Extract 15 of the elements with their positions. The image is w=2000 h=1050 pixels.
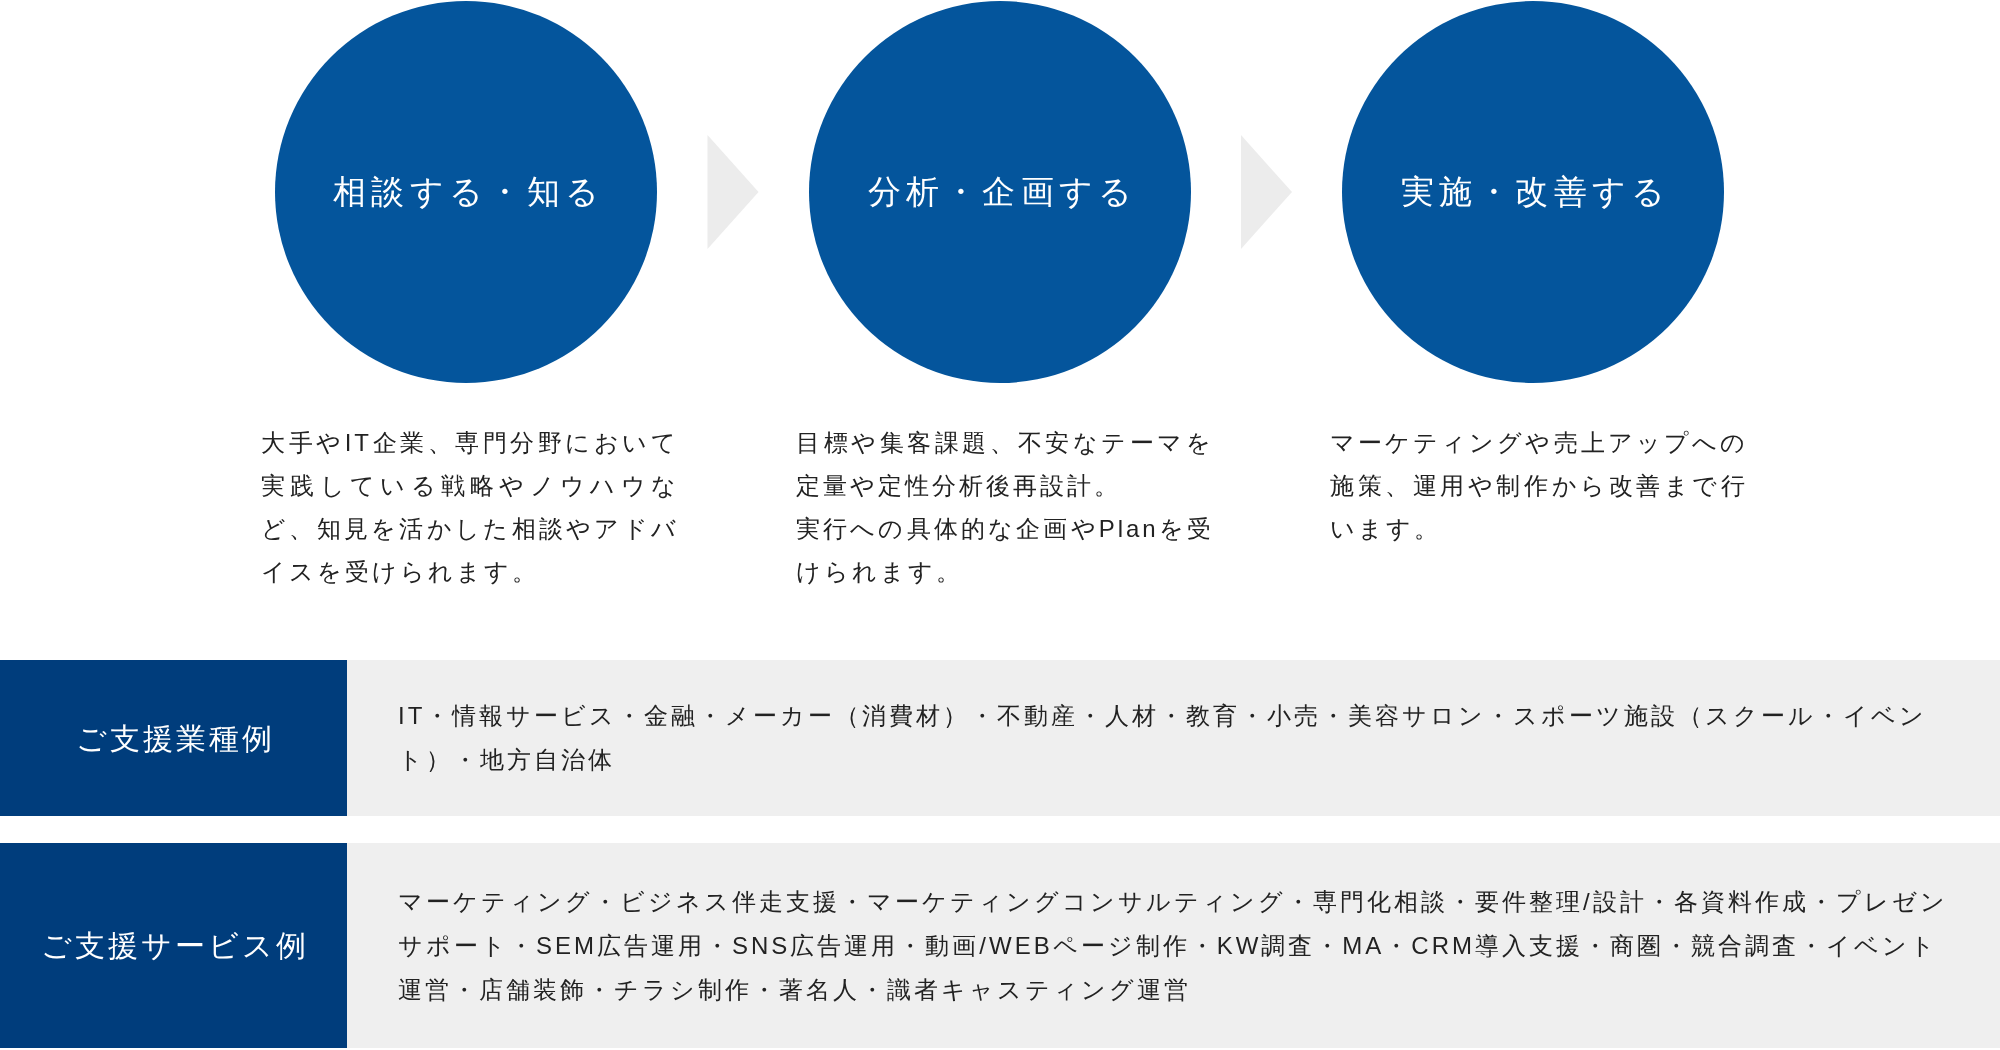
step-title: 相談する・知る	[333, 171, 605, 212]
category-title: ご支援業種例	[75, 720, 275, 757]
category-list: マーケティング・ビジネス伴走支援・マーケティングコンサルティング・専門化相談・要件整理/設計・各資料作成・プレゼンサポート・SEM広告運用・SNS広告運用・動画/WEBページ制作・KW調査・MA・CRM導入支援・商圏・競合調査・イベント運営・店舗装飾・チラシ制作・著名人・識者キャスティング運営	[398, 879, 1958, 1012]
step-description: 目標や集客課題、不安なテーマを定量や定性分析後再設計。	[796, 428, 1214, 501]
category-header	[0, 843, 347, 1048]
category-panel	[347, 660, 2000, 816]
category-panel	[347, 843, 2000, 1048]
step-title: 実施・改善する	[1400, 171, 1671, 212]
category-header	[0, 660, 347, 816]
step-title: 分析・企画する	[867, 171, 1138, 212]
step-description: 実行への具体的な企画やPlanを受けられます。	[796, 514, 1214, 587]
step-description: 大手やIT企業、専門分野において実践している戦略やノウハウなど、知見を活かした相談やアドバイスを受けられます。	[261, 428, 679, 587]
category-title: ご支援サービス例	[41, 928, 309, 964]
step-description: マーケティングや売上アップへの施策、運用や制作から改善まで行います。	[1330, 428, 1748, 544]
category-list: IT・情報サービス・金融・メーカー（消費材）・不動産・人材・教育・小売・美容サロン・スポーツ施設（スクール・イベント）・地方自治体	[398, 694, 1958, 782]
